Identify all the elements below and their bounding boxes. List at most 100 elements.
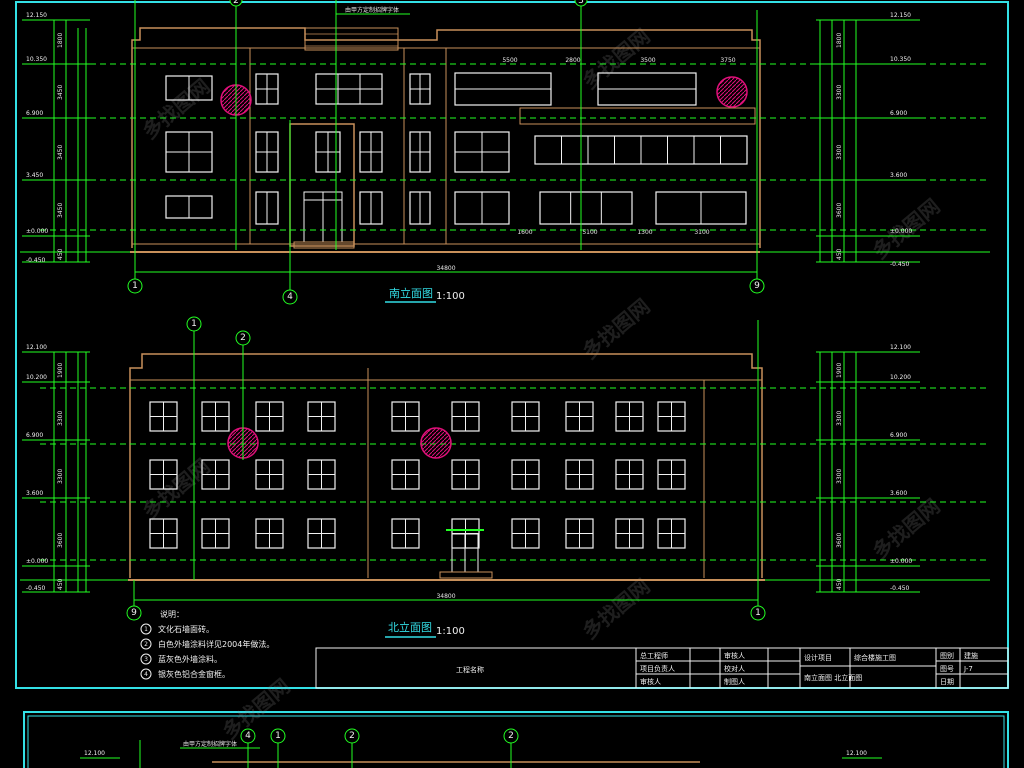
svg-text:2800: 2800	[565, 57, 580, 64]
svg-text:9: 9	[131, 608, 137, 618]
south-grid-bubbles: 1 4 9 2 3	[127, 0, 765, 305]
svg-text:12.150: 12.150	[890, 12, 911, 19]
note-item: 1 文化石墙面砖。	[140, 623, 214, 635]
north-elevation-scale: 1:100	[436, 626, 465, 637]
north-total-dim: 34800	[436, 593, 455, 600]
svg-text:±0.000: ±0.000	[26, 228, 48, 235]
window	[165, 131, 213, 173]
svg-text:-0.450: -0.450	[890, 585, 910, 592]
svg-text:项目负责人: 项目负责人	[640, 664, 675, 673]
south-right-dim-column	[816, 19, 920, 263]
sheet-frame-2	[23, 711, 1009, 768]
svg-text:10.350: 10.350	[26, 56, 47, 63]
svg-text:±0.000: ±0.000	[890, 558, 912, 565]
svg-text:1: 1	[132, 281, 138, 291]
window	[409, 131, 431, 173]
window	[615, 459, 644, 490]
svg-text:1: 1	[144, 626, 148, 633]
window	[255, 73, 279, 105]
north-windows	[149, 401, 686, 549]
third-sheet: 12.100 12.100 由甲方定制招牌字体 4 1 2 2	[80, 728, 882, 768]
north-left-vdims: 1900 3300 3300 3600 450	[57, 363, 64, 590]
svg-text:3600: 3600	[836, 203, 843, 218]
svg-text:±0.000: ±0.000	[890, 228, 912, 235]
svg-text:建施: 建施	[964, 651, 978, 660]
title-block	[315, 647, 1009, 689]
window	[655, 191, 747, 225]
svg-text:制图人: 制图人	[724, 677, 745, 686]
title-block-text: 工程名称 总工程师 审核人 设计项目 综合楼施工图 图别 建施 项目负责人 校对…	[456, 651, 978, 686]
svg-text:1: 1	[191, 319, 197, 329]
north-elevation: 1 2 9 1 34800 北立面图 1:100 12.100	[20, 316, 990, 638]
svg-text:1800: 1800	[57, 33, 64, 48]
window	[201, 401, 230, 432]
svg-text:3300: 3300	[836, 411, 843, 426]
svg-text:3750: 3750	[720, 57, 735, 64]
svg-text:工程名称: 工程名称	[456, 665, 484, 674]
note-item: 4 银灰色铝合金窗框。	[140, 668, 230, 680]
svg-text:多找图网: 多找图网	[138, 74, 215, 144]
svg-text:10.200: 10.200	[26, 374, 47, 381]
svg-text:文化石墙面砖。: 文化石墙面砖。	[158, 624, 214, 634]
svg-text:1600: 1600	[517, 229, 532, 236]
window	[307, 518, 336, 549]
south-right-levels: 12.150 10.350 6.900 3.600 ±0.000 -0.450	[890, 12, 912, 268]
svg-text:3: 3	[144, 656, 148, 663]
svg-text:3.600: 3.600	[890, 172, 907, 179]
svg-text:3450: 3450	[57, 203, 64, 218]
north-building-outline	[129, 353, 763, 578]
north-right-vdims: 1900 3300 3300 3600 450	[836, 363, 843, 590]
sheet-frame-2-inner	[27, 715, 1005, 768]
svg-text:3100: 3100	[694, 229, 709, 236]
window	[149, 459, 178, 490]
south-windows	[165, 72, 748, 225]
window	[409, 191, 431, 225]
svg-text:5500: 5500	[502, 57, 517, 64]
svg-text:6.900: 6.900	[890, 432, 907, 439]
south-elevation-scale: 1:100	[436, 291, 465, 302]
south-entrance-frame	[289, 123, 355, 247]
svg-text:9: 9	[754, 281, 760, 291]
svg-text:12.100: 12.100	[84, 750, 105, 757]
svg-text:5100: 5100	[582, 229, 597, 236]
window	[615, 401, 644, 432]
window	[315, 73, 383, 105]
svg-text:3300: 3300	[836, 145, 843, 160]
south-elevation-title: 南立面图	[389, 286, 433, 300]
north-grid-bubbles: 1 2 9 1	[126, 316, 766, 621]
svg-text:±0.000: ±0.000	[26, 558, 48, 565]
window	[359, 191, 383, 225]
svg-text:综合楼施工图: 综合楼施工图	[854, 653, 896, 662]
south-top-dims: 5500 2800 3500 3750	[502, 57, 735, 64]
window	[511, 401, 540, 432]
svg-text:蓝灰色外墙涂料。: 蓝灰色外墙涂料。	[158, 654, 222, 664]
south-decor-circle-right	[716, 76, 748, 108]
svg-text:450: 450	[57, 578, 64, 590]
window	[534, 135, 748, 165]
svg-text:J-7: J-7	[963, 665, 973, 673]
window	[454, 191, 510, 225]
svg-text:2: 2	[240, 333, 246, 343]
north-elevation-title: 北立面图	[388, 620, 432, 634]
svg-text:1900: 1900	[57, 363, 64, 378]
window	[539, 191, 633, 225]
window	[451, 459, 480, 490]
window	[391, 459, 420, 490]
window	[451, 401, 480, 432]
south-bottom-dims: 1600 5100 1300 3100	[517, 229, 709, 236]
window	[149, 518, 178, 549]
north-left-levels: 12.100 10.200 6.900 3.600 ±0.000 -0.450	[26, 344, 48, 592]
svg-text:450: 450	[57, 248, 64, 260]
window	[565, 459, 594, 490]
svg-text:由甲方定制招牌字体: 由甲方定制招牌字体	[183, 740, 237, 748]
south-total-dim: 34800	[436, 265, 455, 272]
window	[597, 72, 697, 106]
svg-text:3.600: 3.600	[890, 490, 907, 497]
svg-text:3600: 3600	[57, 533, 64, 548]
svg-text:2: 2	[233, 0, 239, 6]
svg-text:2: 2	[508, 731, 514, 741]
window	[657, 459, 686, 490]
svg-text:南立面图 北立面图: 南立面图 北立面图	[804, 673, 862, 682]
svg-text:450: 450	[836, 578, 843, 590]
svg-text:日期: 日期	[940, 678, 954, 686]
